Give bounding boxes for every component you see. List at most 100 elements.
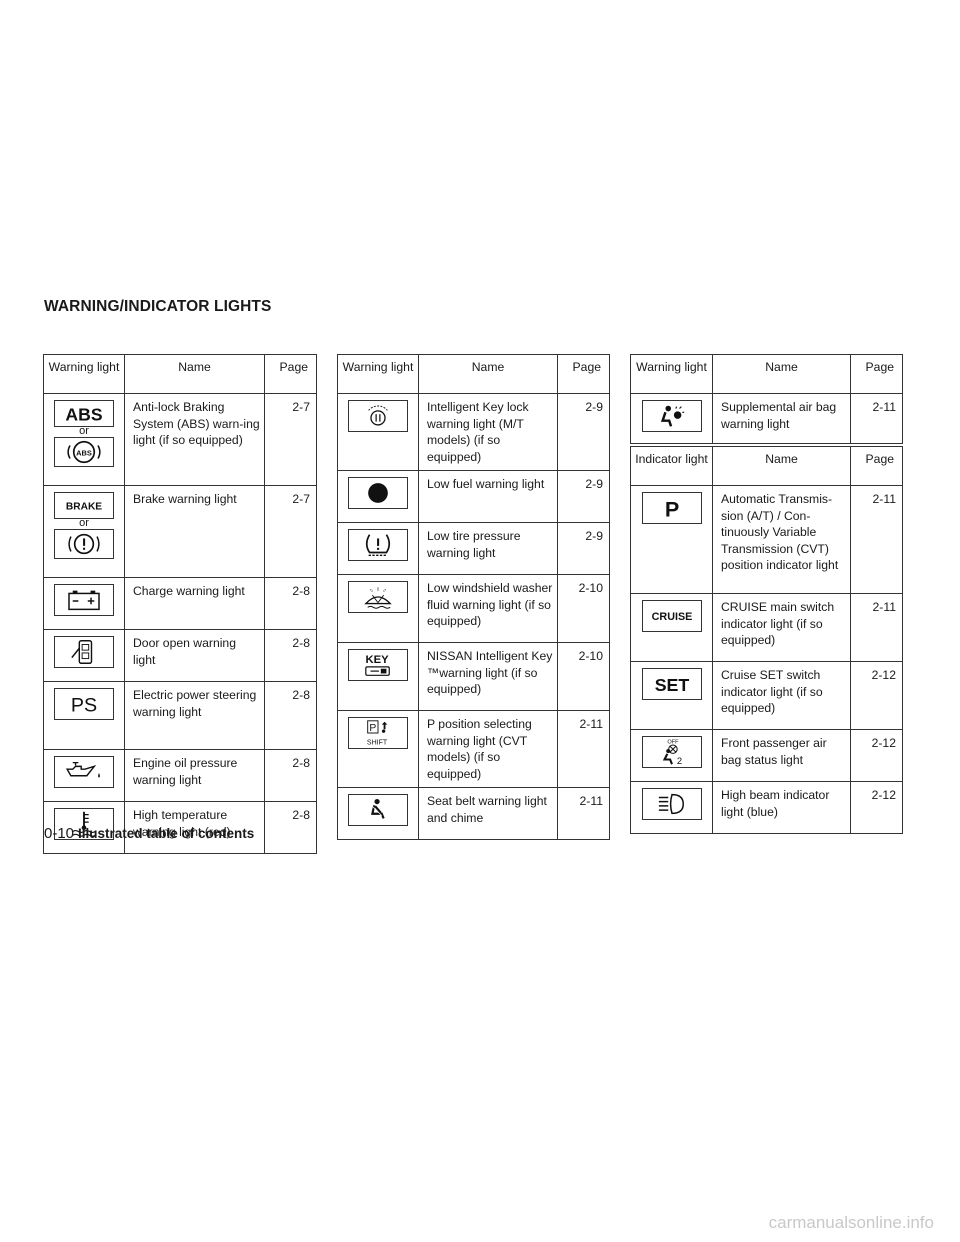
table-row: P SHIFT P position selecting warning lig… <box>337 710 610 788</box>
header-page: Page <box>850 446 903 486</box>
table-row: Low tire pressure warning light 2-9 <box>337 522 610 575</box>
table-row: Seat belt warning light and chime 2-11 <box>337 787 610 840</box>
high-beam-icon <box>641 788 702 820</box>
set-icon: SET <box>641 668 702 700</box>
header-page: Page <box>264 354 317 394</box>
page-ref: 2-8 <box>264 629 317 682</box>
page-ref: 2-8 <box>264 577 317 630</box>
header-page: Page <box>557 354 610 394</box>
fuel-pump-icon <box>348 477 408 509</box>
svg-text:OFF: OFF <box>667 740 679 746</box>
header-name: Name <box>124 354 265 394</box>
header-warning-light: Warning light <box>337 354 419 394</box>
table-row: Engine oil pressure warning light 2-8 <box>43 749 317 802</box>
table-row: High beam indicator light (blue) 2-12 <box>630 781 903 834</box>
chapter-title: Illustrated table of contents <box>78 826 255 841</box>
page-ref: 2-12 <box>850 729 903 782</box>
page-ref: 2-9 <box>557 470 610 523</box>
oil-can-icon <box>54 756 114 788</box>
page-ref: 2-9 <box>557 393 610 471</box>
light-name: Seat belt warning light and chime <box>418 787 558 840</box>
table-row: High temperature warning light (red) 2-8 <box>43 801 317 854</box>
svg-text:P: P <box>664 496 678 521</box>
airbag-icon <box>641 400 702 432</box>
light-name: Electric power steering warning light <box>124 681 265 750</box>
table-header: Warning light Name Page <box>337 354 610 394</box>
page-ref: 2-11 <box>557 787 610 840</box>
svg-text:KEY: KEY <box>365 654 389 666</box>
header-name: Name <box>712 446 851 486</box>
page-ref: 2-11 <box>557 710 610 788</box>
door-open-icon <box>54 636 114 668</box>
key-lock-icon <box>348 400 408 432</box>
page-ref: 2-11 <box>850 393 903 444</box>
brake-icon: BRAKE <box>54 492 114 519</box>
cruise-icon: CRUISE <box>641 600 702 632</box>
header-page: Page <box>850 354 903 394</box>
light-name: Automatic Transmis-sion (A/T) / Con-tinu… <box>712 485 851 594</box>
table-row: BRAKE or Brake warning light 2-7 <box>43 485 317 578</box>
page-ref: 2-12 <box>850 661 903 730</box>
light-name: Low fuel warning light <box>418 470 558 523</box>
indicator-lights-table: Indicator light Name Page P Automatic Tr… <box>630 446 903 834</box>
page-ref: 2-9 <box>557 522 610 575</box>
light-name: Engine oil pressure warning light <box>124 749 265 802</box>
warning-lights-table-2: Warning light Name Page Intelligent Key … <box>337 354 610 840</box>
page-ref: 2-12 <box>850 781 903 834</box>
svg-text:ABS: ABS <box>76 448 92 457</box>
light-name: Supplemental air bag warning light <box>712 393 851 444</box>
section-title: WARNING/INDICATOR LIGHTS <box>44 298 272 315</box>
passenger-airbag-off-icon: OFF 2 <box>641 736 702 768</box>
light-name: High temperature warning light (red) <box>124 801 265 854</box>
page-ref: 2-10 <box>557 574 610 643</box>
light-name: Door open warning light <box>124 629 265 682</box>
watermark: carmanualsonline.info <box>768 1213 934 1232</box>
light-name: CRUISE main switch indicator light (if s… <box>712 593 851 662</box>
page-ref: 2-8 <box>264 749 317 802</box>
table-row: Door open warning light 2-8 <box>43 629 317 682</box>
svg-text:CRUISE: CRUISE <box>651 611 692 623</box>
table-row: P Automatic Transmis-sion (A/T) / Con-ti… <box>630 485 903 594</box>
table-row: ABS or ABS Anti-lock Braking System (ABS… <box>43 393 317 486</box>
page-ref: 2-11 <box>850 593 903 662</box>
tire-pressure-icon <box>348 529 408 561</box>
abs-circle-icon: ABS <box>54 437 114 467</box>
p-shift-icon: P SHIFT <box>348 717 408 749</box>
light-name: Charge warning light <box>124 577 265 630</box>
page-ref: 2-7 <box>264 485 317 578</box>
page-ref: 2-11 <box>850 485 903 594</box>
page-ref: 2-7 <box>264 393 317 486</box>
svg-text:2: 2 <box>676 756 681 766</box>
table-row: Supplemental air bag warning light 2-11 <box>630 393 903 444</box>
svg-text:BRAKE: BRAKE <box>66 502 102 513</box>
header-indicator-light: Indicator light <box>630 446 713 486</box>
seat-belt-icon <box>348 794 408 826</box>
table-header: Warning light Name Page <box>630 354 903 394</box>
header-name: Name <box>712 354 851 394</box>
light-name: NISSAN Intelligent Key ™warning light (i… <box>418 642 558 711</box>
coolant-temperature-icon <box>54 808 114 840</box>
or-label: or <box>79 425 89 437</box>
table-row: PS Electric power steering warning light… <box>43 681 317 750</box>
table-row: SET Cruise SET switch indicator light (i… <box>630 661 903 730</box>
warning-lights-table-1: Warning light Name Page ABS or ABS Anti-… <box>43 354 317 854</box>
table-row: Intelligent Key lock warning light (M/T … <box>337 393 610 471</box>
washer-fluid-icon <box>348 581 408 613</box>
svg-text:P: P <box>369 723 376 734</box>
page-ref: 2-10 <box>557 642 610 711</box>
table-row: Low windshield washer fluid warning ligh… <box>337 574 610 643</box>
light-name: Anti-lock Braking System (ABS) warn-ing … <box>124 393 265 486</box>
light-name: Intelligent Key lock warning light (M/T … <box>418 393 558 471</box>
svg-text:SHIFT: SHIFT <box>367 739 388 746</box>
header-warning-light: Warning light <box>630 354 713 394</box>
or-label: or <box>79 517 89 529</box>
table-row: Low fuel warning light 2-9 <box>337 470 610 523</box>
brake-circle-icon <box>54 529 114 559</box>
light-name: High beam indicator light (blue) <box>712 781 851 834</box>
svg-text:SET: SET <box>654 675 689 695</box>
intelligent-key-icon: KEY <box>348 649 408 681</box>
light-name: Low windshield washer fluid warning ligh… <box>418 574 558 643</box>
table-row: KEY NISSAN Intelligent Key ™warning ligh… <box>337 642 610 711</box>
header-warning-light: Warning light <box>43 354 125 394</box>
